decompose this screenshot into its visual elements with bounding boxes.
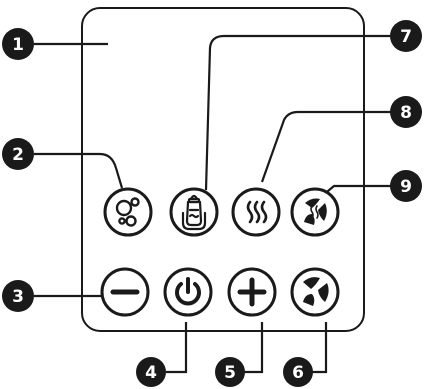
callout-number-2: 2 [12,145,24,165]
blade-button[interactable] [290,267,340,317]
bubbles-button[interactable] [103,187,153,237]
power-button[interactable] [163,267,213,317]
blade-icon [303,277,329,306]
leader-line-7 [204,34,398,191]
control-panel [81,7,365,332]
callout-badge-5: 5 [215,357,245,387]
plus-button[interactable] [227,267,277,317]
callout-number-3: 3 [12,287,24,307]
bubbles-icon [115,197,140,227]
leader-line-4 [166,322,188,374]
baby-bottle-icon [181,194,207,231]
callout-badges: 1 2 3 4 5 6 7 8 [2,20,422,387]
callout-number-1: 1 [12,35,24,55]
leader-line-2 [34,152,124,189]
callout-number-6: 6 [292,363,304,383]
leader-line-6 [312,322,328,374]
callout-badge-2: 2 [2,138,34,170]
callout-badge-6: 6 [283,357,313,387]
callout-number-4: 4 [145,363,157,383]
minus-button[interactable] [100,267,150,317]
callout-badge-1: 1 [2,28,34,60]
callout-number-8: 8 [400,103,412,123]
plus-icon [237,277,267,307]
blade-heat-button[interactable] [290,187,340,237]
callout-badge-4: 4 [136,357,166,387]
bottle-button[interactable] [169,187,219,237]
callout-badge-9: 9 [390,170,422,202]
heat-waves-icon [246,200,268,224]
leader-line-8 [260,110,398,183]
blade-with-heat-icon [304,198,327,225]
callout-number-7: 7 [400,27,412,47]
callout-badge-8: 8 [390,96,422,128]
heat-button[interactable] [231,187,281,237]
power-icon [175,277,201,306]
callout-badge-3: 3 [2,280,34,312]
leader-line-5 [244,322,264,374]
callout-number-9: 9 [400,177,412,197]
callout-number-5: 5 [224,363,236,383]
callout-badge-7: 7 [390,20,422,52]
